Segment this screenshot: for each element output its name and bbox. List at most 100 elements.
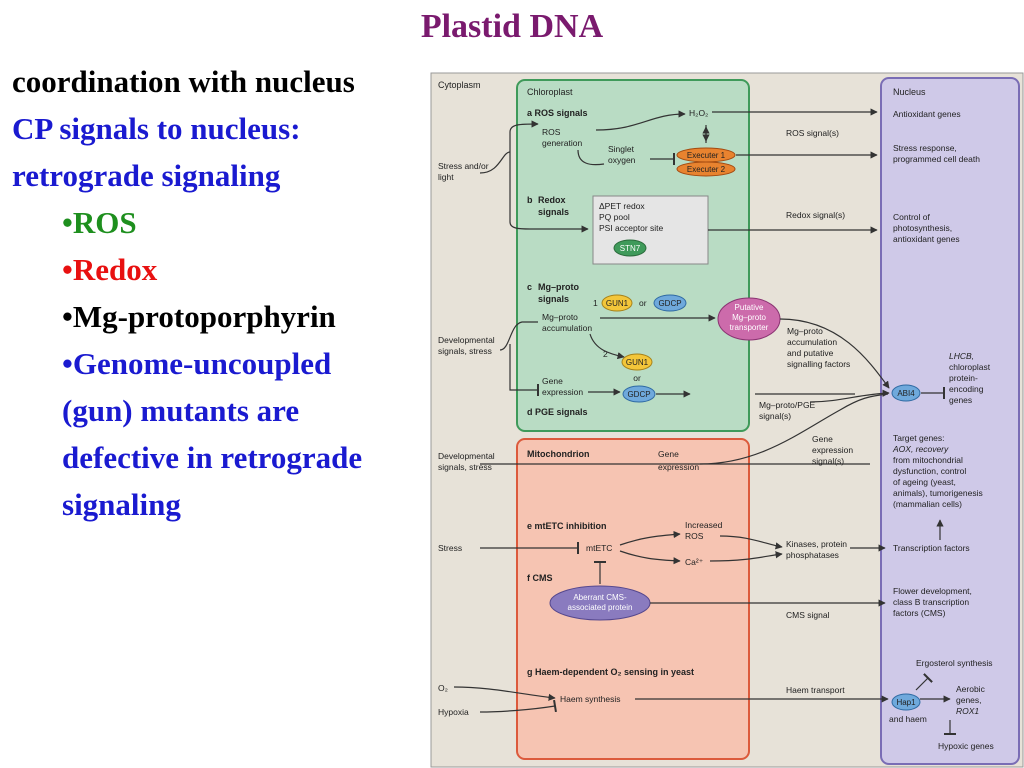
redox-box: ΔPET redox PQ pool PSI acceptor site STN…: [592, 195, 709, 265]
arrow: [595, 110, 686, 131]
dev-signals-label: signals, stress: [438, 462, 492, 472]
ros-generation-label: generation: [542, 138, 582, 148]
target-genes-label: from mitochondrial: [893, 455, 963, 465]
or-label: or: [639, 298, 647, 308]
executer-node: Executer 1 Executer 2: [676, 147, 736, 177]
lhcb-label: LHCB,: [949, 351, 974, 361]
section-g-heading: g Haem-dependent O₂ sensing in yeast: [527, 667, 694, 677]
text-line: (gun) mutants are: [62, 393, 300, 428]
bullet-label: Genome-uncoupled: [72, 346, 332, 381]
arrow: [719, 535, 783, 550]
flower-development-label: factors (CMS): [893, 608, 946, 618]
ergosterol-label: Ergosterol synthesis: [916, 658, 993, 668]
bullet-label: Mg-protoporphyrin: [72, 299, 336, 334]
lhcb-label: encoding: [949, 384, 984, 394]
putative-label: Mg–proto: [732, 313, 766, 322]
mg-factors-label: signalling factors: [787, 359, 850, 369]
section-c-title: Mg–proto: [538, 282, 579, 292]
arrow: [509, 120, 539, 152]
mito-gene-expression-label: Gene: [658, 449, 679, 459]
hypoxia-label: Hypoxia: [438, 707, 469, 717]
stn7-node: [613, 239, 647, 257]
increased-ros-label: Increased: [685, 520, 723, 530]
increased-ros-label: ROS: [685, 531, 704, 541]
aerobic-genes-label: genes,: [956, 695, 982, 705]
arrow: [479, 151, 511, 174]
gene-expression-label: Gene: [542, 376, 563, 386]
gun1-label: GUN1: [626, 358, 649, 367]
executer-1-label: Executer 1: [687, 151, 726, 160]
mitochondrion-label: Mitochondrion: [527, 449, 590, 459]
step-2-label: 2: [603, 349, 608, 359]
lhcb-label: protein-: [949, 373, 978, 383]
bullet-redox: •Redox: [12, 246, 432, 293]
aerobic-genes-label: ROX1: [956, 706, 979, 716]
gun1-node: [601, 294, 633, 312]
text-line: CP signals to nucleus:: [12, 111, 301, 146]
step-1-label: 1: [593, 298, 598, 308]
putative-label: transporter: [730, 323, 769, 332]
aberrant-label: Aberrant CMS-: [573, 593, 627, 602]
nucleus-label: Nucleus: [893, 87, 926, 97]
and-haem-label: and haem: [889, 714, 927, 724]
bullet-text-block: coordination with nucleus CP signals to …: [12, 58, 432, 618]
mg-pge-signal-label: Mg–proto/PGE: [759, 400, 816, 410]
dev-signals-label: Developmental: [438, 451, 495, 461]
abi4-node: [891, 384, 921, 402]
gdcp-node: [653, 294, 687, 312]
putative-transporter-node: Putative Mg–proto transporter: [717, 297, 781, 341]
gene-expression-signal-label: Gene: [812, 434, 833, 444]
dev-signals-label: Developmental: [438, 335, 495, 345]
ros-signals-label: ROS signal(s): [786, 128, 839, 138]
hypoxic-genes-label: Hypoxic genes: [938, 741, 994, 751]
ros-generation-label: ROS: [542, 127, 561, 137]
hap1-node: [891, 693, 921, 711]
flower-development-label: class B transcription: [893, 597, 969, 607]
kinases-label: phosphatases: [786, 550, 839, 560]
pq-pool-label: PQ pool: [599, 212, 630, 222]
arrow: [499, 321, 538, 351]
cytoplasm-label: Cytoplasm: [438, 80, 481, 90]
stn7-label: STN7: [620, 244, 641, 253]
gdcp-label: GDCP: [627, 390, 650, 399]
target-genes-label: animals), tumorigenesis: [893, 488, 983, 498]
mg-factors-label: Mg–proto: [787, 326, 823, 336]
o2-label: O₂: [438, 683, 448, 693]
gene-expression-signal-label: expression: [812, 445, 853, 455]
nucleus-panel: [880, 77, 1020, 765]
bullet-mg-protoporphyrin: •Mg-protoporphyrin: [12, 293, 432, 340]
section-a-heading: a ROS signals: [527, 108, 588, 118]
stress-light-label: light: [438, 172, 454, 182]
psi-acceptor-label: PSI acceptor site: [599, 223, 664, 233]
bullet-label: Redox: [72, 252, 158, 287]
arrow: [779, 318, 890, 389]
target-genes-label: (mammalian cells): [893, 499, 962, 509]
section-d-heading: d PGE signals: [527, 407, 588, 417]
gdcp-node: [622, 385, 656, 403]
gun1-node: [621, 353, 653, 371]
text-line: defective in retrograde: [62, 440, 363, 475]
arrow: [619, 530, 681, 546]
dev-signals-label: signals, stress: [438, 346, 492, 356]
arrow: [479, 699, 557, 713]
stress-response-label: Stress response,: [893, 143, 957, 153]
executer-2-label: Executer 2: [687, 165, 726, 174]
gun1-label: GUN1: [606, 299, 629, 308]
section-b-label: b: [527, 195, 533, 205]
h2o2-label: H₂O₂: [689, 108, 708, 118]
singlet-oxygen-label: Singlet: [608, 144, 635, 154]
haem-synthesis-label: Haem synthesis: [560, 694, 620, 704]
control-photosynthesis-label: antioxidant genes: [893, 234, 960, 244]
stress-response-label: programmed cell death: [893, 154, 980, 164]
bullet-label: ROS: [72, 205, 137, 240]
chloroplast-label: Chloroplast: [527, 87, 573, 97]
bullet-mark: •: [62, 346, 73, 381]
arrow: [915, 673, 933, 691]
target-genes-label: dysfunction, control: [893, 466, 966, 476]
target-genes-label: Target genes:: [893, 433, 945, 443]
arrow: [709, 551, 783, 562]
arrow: [699, 393, 889, 465]
calcium-label: Ca²⁺: [685, 557, 704, 567]
or-label: or: [633, 373, 641, 383]
signal-arrows: [453, 108, 956, 735]
